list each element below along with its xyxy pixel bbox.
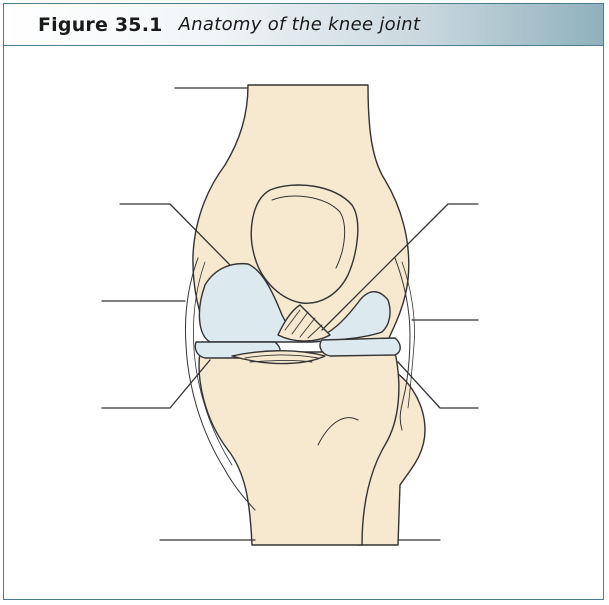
tibia [198,351,400,546]
label-line-medial-meniscus [101,359,211,409]
label-line-lateral-meniscus [397,361,479,409]
label-line-patella [119,203,231,266]
figure-number: Figure 35.1 [38,13,163,36]
cruciate-ligaments [277,304,331,342]
label-line-cruciate [321,203,479,331]
lateral-collateral-ligament [394,257,411,431]
tibial-plateau-ligaments [231,350,326,365]
label-lines [101,87,479,541]
patella [250,184,359,304]
figure-title: Anatomy of the knee joint [178,14,421,35]
medial-collateral-ligament [185,257,256,511]
lateral-meniscus [319,337,401,357]
figure-header: Figure 35.1 Anatomy of the knee joint [4,4,603,46]
